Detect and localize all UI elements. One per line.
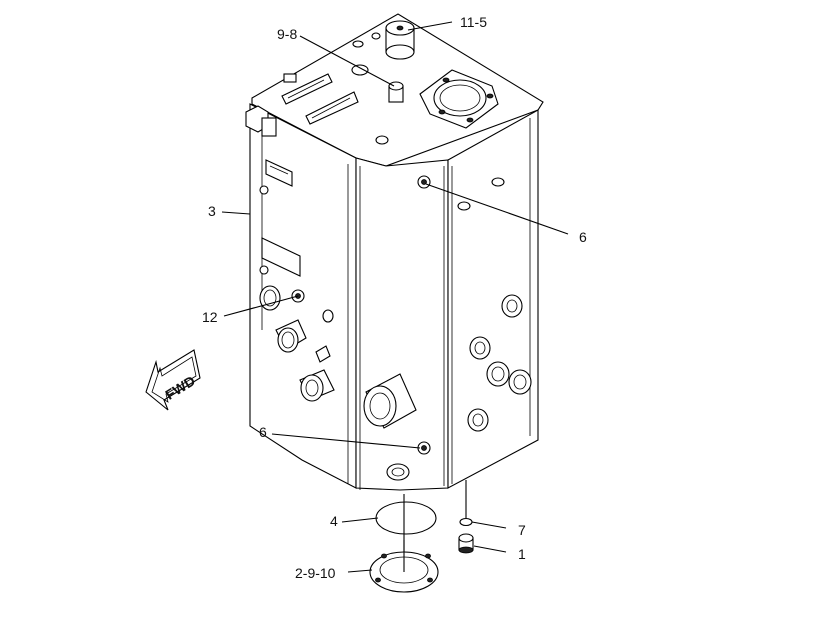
leader-lines: [221, 21, 569, 573]
callout-12: 12: [202, 309, 218, 325]
callout-3: 3: [208, 203, 216, 219]
top-plate-details: [281, 20, 499, 145]
forward-direction-arrow: FWD: [145, 349, 201, 411]
left-panel-details: [259, 159, 335, 402]
callout-11-5: 11-5: [460, 14, 487, 30]
right-panel-details: [457, 177, 532, 432]
callout-4: 4: [330, 513, 338, 529]
callout-7: 7: [518, 522, 526, 538]
callout-9-8: 9-8: [277, 26, 297, 42]
callout-2-9-10: 2-9-10: [295, 565, 336, 581]
front-panel-details: [363, 175, 431, 481]
callout-6-upper: 6: [579, 229, 587, 245]
callout-labels: 11-5 9-8 3 6 12 6 4 7 1 2-9-10: [202, 14, 587, 581]
callout-6-lower: 6: [259, 424, 267, 440]
callout-1: 1: [518, 546, 526, 562]
exploded-parts: [369, 480, 474, 593]
